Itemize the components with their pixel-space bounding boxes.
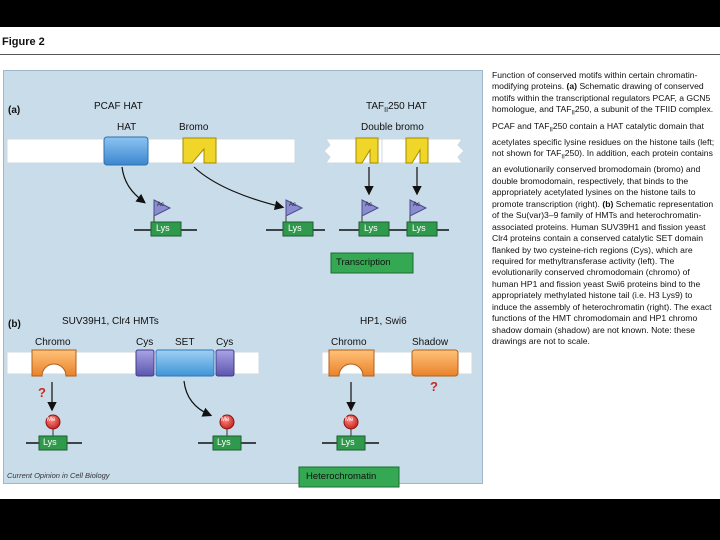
suv-chromo-domain [31, 349, 77, 377]
hp1-chromo-label: Chromo [331, 337, 367, 348]
suv-chromo-label: Chromo [35, 337, 71, 348]
histone-tail-b2 [198, 414, 256, 451]
hat-label: HAT [117, 122, 137, 133]
heading-rule [0, 54, 720, 55]
arrow-hat-to-ac1 [121, 166, 146, 204]
lys-label-a3: Lys [364, 223, 378, 233]
figure-heading: Figure 2 [2, 36, 45, 48]
hp1-title: HP1, Swi6 [360, 316, 407, 327]
double-bromo-label: Double bromo [361, 122, 424, 133]
suv-set-domain [155, 349, 215, 377]
lys-label-a1: Lys [156, 223, 170, 233]
caption-intro: Function of conserved motifs within cert… [492, 70, 698, 92]
question-mark-left: ? [38, 385, 46, 400]
me-label-1: Me [47, 417, 56, 423]
slide: Figure 2 [0, 27, 720, 499]
lys-label-b2: Lys [217, 437, 231, 447]
question-mark-right: ? [430, 379, 438, 394]
transcription-label: Transcription [336, 257, 391, 268]
suv-title: SUV39H1, Clr4 HMTs [62, 316, 159, 327]
ac-label-3: Ac [365, 202, 373, 208]
lys-label-a4: Lys [412, 223, 426, 233]
lys-label-a2: Lys [288, 223, 302, 233]
heterochromatin-label: Heterochromatin [306, 471, 377, 482]
arrow-bromo-to-ac2 [193, 166, 285, 210]
bromo-label: Bromo [179, 122, 209, 133]
panel-b-tag: (b) [8, 319, 21, 330]
caption-b-text: Schematic representation of the Su(var)3… [492, 198, 714, 347]
figure-diagram [6, 136, 473, 488]
taf-title: TAFII250 HAT [366, 101, 427, 114]
me-label-2: Me [221, 417, 230, 423]
figure-panel: (a) PCAF HAT HAT Bromo TAFII250 HAT Doub… [3, 70, 483, 488]
suv-cys-1 [135, 349, 155, 377]
histone-tail-b1 [26, 414, 82, 451]
histone-tail-b3 [322, 414, 379, 451]
figure-credit: Current Opinion in Cell Biology [7, 471, 110, 480]
suv-cys-label-1: Cys [136, 337, 154, 348]
hp1-chromo-domain [328, 349, 375, 377]
lys-label-b3: Lys [341, 437, 355, 447]
ac-label-4: Ac [413, 202, 421, 208]
pcaf-title: PCAF HAT [94, 101, 143, 112]
figure-caption: Function of conserved motifs within cert… [492, 70, 715, 347]
pcaf-protein-bar [6, 138, 296, 164]
suv-cys-2 [215, 349, 235, 377]
me-label-3: Me [345, 417, 354, 423]
taf-bromo-2 [405, 137, 429, 164]
caption-a-text: Schematic drawing of conserved motifs wi… [492, 81, 711, 115]
caption-a-tag: (a) [566, 81, 578, 92]
taf-bromo-1 [355, 137, 379, 164]
ac-label-2: Ac [289, 202, 297, 208]
panel-a-tag: (a) [8, 105, 21, 116]
caption-b-tag: (b) [602, 198, 614, 209]
shadow-label: Shadow [412, 337, 449, 348]
suv-cys-label-2: Cys [216, 337, 234, 348]
hp1-shadow-domain [411, 349, 459, 377]
ac-label-1: Ac [157, 202, 165, 208]
histone-tail-a2 [266, 199, 325, 237]
pcaf-bromo-domain [182, 137, 217, 164]
lys-label-b1: Lys [43, 437, 57, 447]
histone-tail-a1 [134, 199, 197, 237]
pcaf-hat-domain [103, 136, 149, 166]
suv-set-label: SET [175, 337, 195, 348]
histone-tail-a3 [339, 199, 449, 237]
transcription-box [330, 252, 414, 274]
heterochromatin-box [298, 466, 400, 488]
